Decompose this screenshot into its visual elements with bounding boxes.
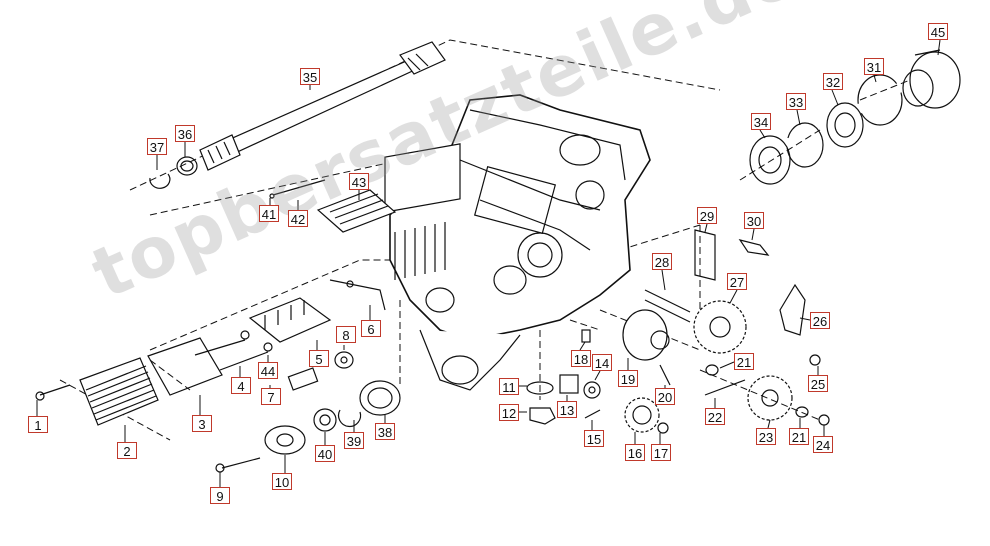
filter-43 <box>316 189 397 233</box>
gasket-3 <box>147 337 223 396</box>
callout-32: 32 <box>823 73 843 90</box>
callout-17: 17 <box>651 444 671 461</box>
callout-31: 31 <box>864 58 884 75</box>
callout-41: 41 <box>259 205 279 222</box>
gear-16 <box>624 397 660 433</box>
shaft-22 <box>704 379 746 396</box>
callout-20: 20 <box>655 388 675 405</box>
callout-44: 44 <box>258 362 278 379</box>
callout-42: 42 <box>288 210 308 227</box>
washer-21a <box>705 364 719 376</box>
regulator-5 <box>248 297 332 343</box>
washer-14 <box>583 381 601 399</box>
callout-4: 4 <box>231 377 251 394</box>
callout-30: 30 <box>744 212 764 229</box>
dowel-18 <box>581 329 591 343</box>
callout-21a: 21 <box>734 353 754 370</box>
callout-1: 1 <box>28 416 48 433</box>
screw-20 <box>659 364 671 386</box>
nut-12 <box>529 407 556 425</box>
bearing-38 <box>359 380 401 416</box>
callout-8: 8 <box>336 326 356 343</box>
washer-8 <box>334 351 354 369</box>
callout-24: 24 <box>813 436 833 453</box>
clip-30 <box>738 239 770 256</box>
drive-shaft-part <box>199 41 446 171</box>
callout-11: 11 <box>499 378 519 395</box>
callout-29: 29 <box>697 207 717 224</box>
cooling-cover-2 <box>79 357 159 426</box>
callout-25: 25 <box>808 375 828 392</box>
callout-36: 36 <box>175 125 195 142</box>
callout-33: 33 <box>786 93 806 110</box>
bearing-32 <box>826 102 864 148</box>
crankcase-body <box>384 94 651 391</box>
callout-28: 28 <box>652 253 672 270</box>
washer-11 <box>526 381 554 395</box>
shaft-28 <box>644 289 691 323</box>
gear-23 <box>747 375 793 421</box>
bolt-9 <box>215 457 261 473</box>
bracket-6 <box>329 279 386 311</box>
circlip-37 <box>149 173 171 189</box>
callout-40: 40 <box>315 445 335 462</box>
callout-13: 13 <box>557 401 577 418</box>
callout-19: 19 <box>618 370 638 387</box>
callout-15: 15 <box>584 430 604 447</box>
plug-7 <box>287 367 319 391</box>
callout-3: 3 <box>192 415 212 432</box>
callout-43: 43 <box>349 173 369 190</box>
bearing-34 <box>749 135 791 185</box>
callout-35: 35 <box>300 68 320 85</box>
seal-ring-36 <box>176 156 198 176</box>
callout-21b: 21 <box>789 428 809 445</box>
pin-15 <box>584 409 601 419</box>
bolt-1 <box>35 384 71 401</box>
flange-10 <box>264 425 306 455</box>
washer-21b <box>795 406 809 418</box>
nut-17 <box>657 422 669 434</box>
gear-27 <box>693 300 747 354</box>
leader-lines <box>36 39 941 487</box>
oil-pump-19 <box>622 309 670 361</box>
circlip-31 <box>857 74 903 126</box>
callout-26: 26 <box>810 312 830 329</box>
callout-38: 38 <box>375 423 395 440</box>
callout-7: 7 <box>261 388 281 405</box>
callout-37: 37 <box>147 138 167 155</box>
circlip-33 <box>786 122 824 168</box>
guide-29 <box>694 229 716 281</box>
circlip-39 <box>337 409 362 427</box>
callout-45: 45 <box>928 23 948 40</box>
callout-23: 23 <box>756 428 776 445</box>
nut-24 <box>818 414 830 426</box>
pin-41-42 <box>269 179 326 199</box>
plate-26 <box>779 283 806 336</box>
bolt-25 <box>809 354 821 366</box>
callout-14: 14 <box>592 354 612 371</box>
callout-34: 34 <box>751 113 771 130</box>
callout-18: 18 <box>571 350 591 367</box>
callout-16: 16 <box>625 444 645 461</box>
callout-27: 27 <box>727 273 747 290</box>
callout-39: 39 <box>344 432 364 449</box>
callout-9: 9 <box>210 487 230 504</box>
callout-12: 12 <box>499 404 519 421</box>
bearing-40 <box>313 408 337 432</box>
callout-2: 2 <box>117 442 137 459</box>
callout-6: 6 <box>361 320 381 337</box>
callout-10: 10 <box>272 473 292 490</box>
sleeve-13 <box>559 374 579 394</box>
callout-5: 5 <box>309 350 329 367</box>
screws-4-44 <box>194 330 273 371</box>
sleeve-45 <box>902 49 961 109</box>
callout-22: 22 <box>705 408 725 425</box>
